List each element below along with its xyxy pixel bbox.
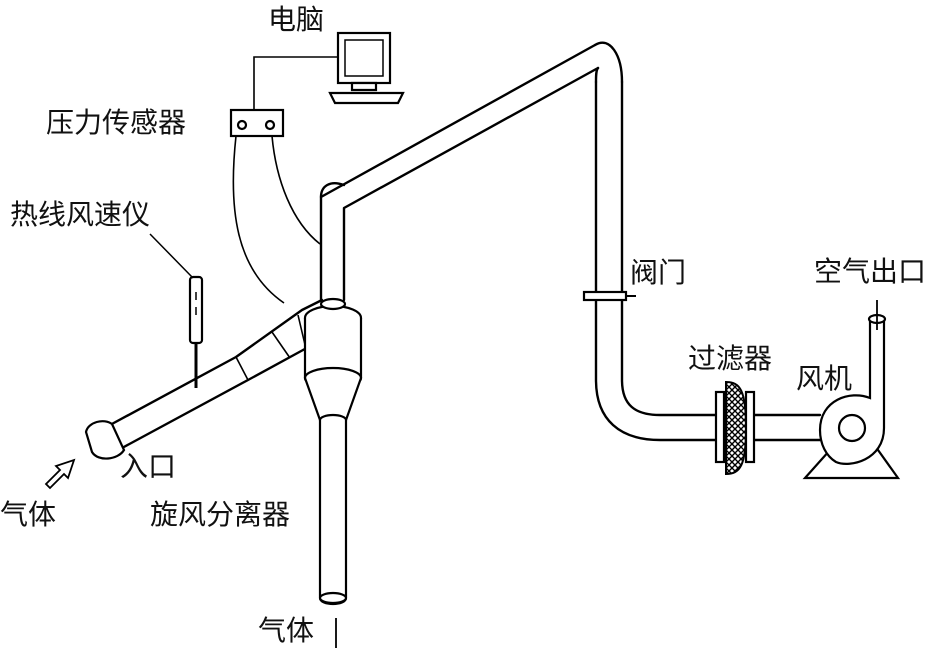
gas-in-arrow-icon — [44, 458, 76, 490]
cyclone-label: 旋风分离器 — [150, 498, 290, 531]
pressure-tube-inlet — [232, 135, 285, 304]
filter-icon — [714, 380, 756, 476]
computer-label: 电脑 — [268, 3, 324, 36]
pressure-tube-outlet — [271, 135, 321, 245]
air-outlet-label: 空气出口 — [814, 255, 926, 288]
hot-wire-anemometer-label: 热线风速仪 — [10, 198, 150, 231]
filter-label: 过滤器 — [688, 342, 772, 375]
pressure-sensor-icon — [229, 108, 285, 138]
anemometer-leader — [149, 233, 194, 279]
valve-label: 阀门 — [630, 256, 686, 289]
inlet-pipe — [84, 298, 324, 460]
pressure-sensor-label: 压力传感器 — [46, 106, 186, 139]
computer-icon — [328, 31, 405, 105]
valve-icon — [582, 290, 636, 302]
fan-label: 风机 — [796, 362, 852, 395]
computer-sensor-cable — [253, 56, 338, 110]
outlet-duct — [319, 41, 822, 442]
gas-in-label: 气体 — [0, 498, 56, 531]
fan-icon — [802, 313, 901, 480]
hot-wire-anemometer-icon — [188, 275, 204, 388]
inlet-label: 入口 — [120, 450, 176, 483]
cyclone-separator-icon — [303, 297, 363, 606]
gas-out-label: 气体 — [258, 614, 314, 647]
